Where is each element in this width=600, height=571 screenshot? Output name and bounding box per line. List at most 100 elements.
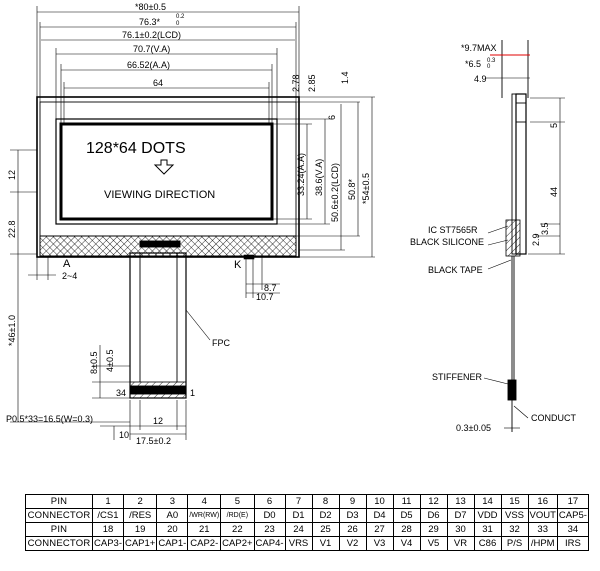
dim-4: 4±0.5 [105,350,115,372]
dim-6-5: *6.5 [465,59,481,69]
dim-9-7: *9.7MAX [461,43,497,53]
pin-table-cell: 1 [92,494,124,509]
pin-table-cell: 6 [253,494,286,509]
dim-70-7: 70.7(V.A) [133,44,170,54]
pin-table-cell: D2 [311,508,340,523]
dim-50-6: 50.6±0.2(LCD) [330,163,340,222]
pin-table-cell: /RES [122,508,158,523]
pin-table-cell: VSS [500,508,529,523]
pin-table-cell: 13 [446,494,475,509]
pin-table-cell: 26 [338,522,367,537]
dim-2-9: 2.9 [531,233,541,246]
display-resolution: 128*64 DOTS [86,140,186,157]
viewing-direction-label: VIEWING DIRECTION [104,189,215,201]
anode-label: A [63,258,71,270]
pin-table-cell: VOUT [527,508,558,523]
pin-table-cell: CAP3- [92,536,124,551]
pin-table-cell: VR [446,536,475,551]
pin-table-cell: 19 [122,522,158,537]
tol-65-up: 0.3 [487,58,496,64]
tol-up: 0.2 [176,14,185,20]
pin-table-cell: D3 [338,508,367,523]
pin-table-cell: 27 [365,522,394,537]
active-area [59,122,274,221]
pin-table-row-header: PIN [25,522,93,537]
dim-33-24: 33.24(A.A) [296,153,306,196]
pin-table-cell: D1 [284,508,313,523]
pin-table-cell: /HPM [527,536,558,551]
left-dimensions [10,149,130,423]
fpc-label: FPC [212,338,231,348]
pin-table-cell: 10 [365,494,394,509]
pin-table-cell: A0 [156,508,189,523]
dim-8-7: 8.7 [264,283,277,293]
dim-38-6: 38.6(V.A) [314,159,324,196]
dim-6: 6 [327,115,337,120]
pin-table-cell: 32 [500,522,529,537]
dim-46: *46±1.0 [7,315,17,346]
pin-table-cell: 12 [419,494,448,509]
dim-0-3: 0.3±0.05 [456,423,491,433]
dim-2-4: 2~4 [62,271,77,281]
pin-table-cell: /WR(RW) [187,508,222,523]
fpc-dimensions [92,345,187,440]
pin-table-cell: C86 [473,536,502,551]
ic-block [505,219,521,257]
pin-table-row-header: PIN [25,494,93,509]
lcd-glass [39,101,297,237]
pin-table-cell: 34 [556,522,589,537]
pin-table-row-header: CONNECTOR [25,508,93,523]
pin-table-cell: 21 [187,522,222,537]
pin-table-cell: V4 [392,536,421,551]
module-outline [36,96,300,258]
pin-table-cell: D7 [446,508,475,523]
tol-dn: 0 [176,21,180,27]
pitch-note: P0.5*33=16.5(W=0.3) [6,414,93,424]
dim-12-fpc: 12 [153,416,163,426]
pin-table-cell: V2 [338,536,367,551]
pin-table-cell: 33 [527,522,558,537]
dim-50-8: 50.8* [347,178,357,200]
pin-table-cell: 15 [500,494,529,509]
dim-76-3: 76.3* [139,17,161,27]
dim-4-9: 4.9 [474,74,487,84]
pin-table-cell: 14 [473,494,502,509]
pin-table-cell: P/S [500,536,529,551]
dim-64: 64 [153,78,163,88]
right-dimensions [272,96,375,258]
pin-table-cell: CAP2+ [220,536,255,551]
pin-table-cell: 31 [473,522,502,537]
pin-table-row-header: CONNECTOR [25,536,93,551]
pin-table-cell: D5 [392,508,421,523]
pin-table-cell: D6 [419,508,448,523]
viewing-area [55,118,278,225]
pin-table-cell: 17 [556,494,589,509]
dim-3-5: 3.5 [540,222,550,235]
pin-table-cell: 29 [419,522,448,537]
pin-table-cell: /CS1 [92,508,124,523]
pin-table-cell: 25 [311,522,340,537]
pin-table-cell: 16 [527,494,558,509]
pin-table-cell: 2 [122,494,158,509]
pin-table-cell: 20 [156,522,189,537]
dim-2-85: 2.85 [307,74,317,92]
dim-2-78: 2.78 [291,74,301,92]
fpc-bond [139,240,181,248]
pin-table-cell: IRS [556,536,589,551]
pin-34-label: 34 [116,388,126,398]
pin-table-cell: 3 [156,494,189,509]
pin-table-cell: 23 [253,522,286,537]
pin-table-cell: CAP1- [156,536,189,551]
pin-table-cell: V1 [311,536,340,551]
pin-table-cell: 28 [392,522,421,537]
ic-label: IC ST7565R [428,225,478,235]
stiffener [507,379,517,401]
pin-table-cell: 18 [92,522,124,537]
pin-1-label: 1 [190,388,195,398]
dim-44: 44 [549,187,559,197]
stiffener-label: STIFFENER [432,372,483,382]
front-view [10,6,375,440]
